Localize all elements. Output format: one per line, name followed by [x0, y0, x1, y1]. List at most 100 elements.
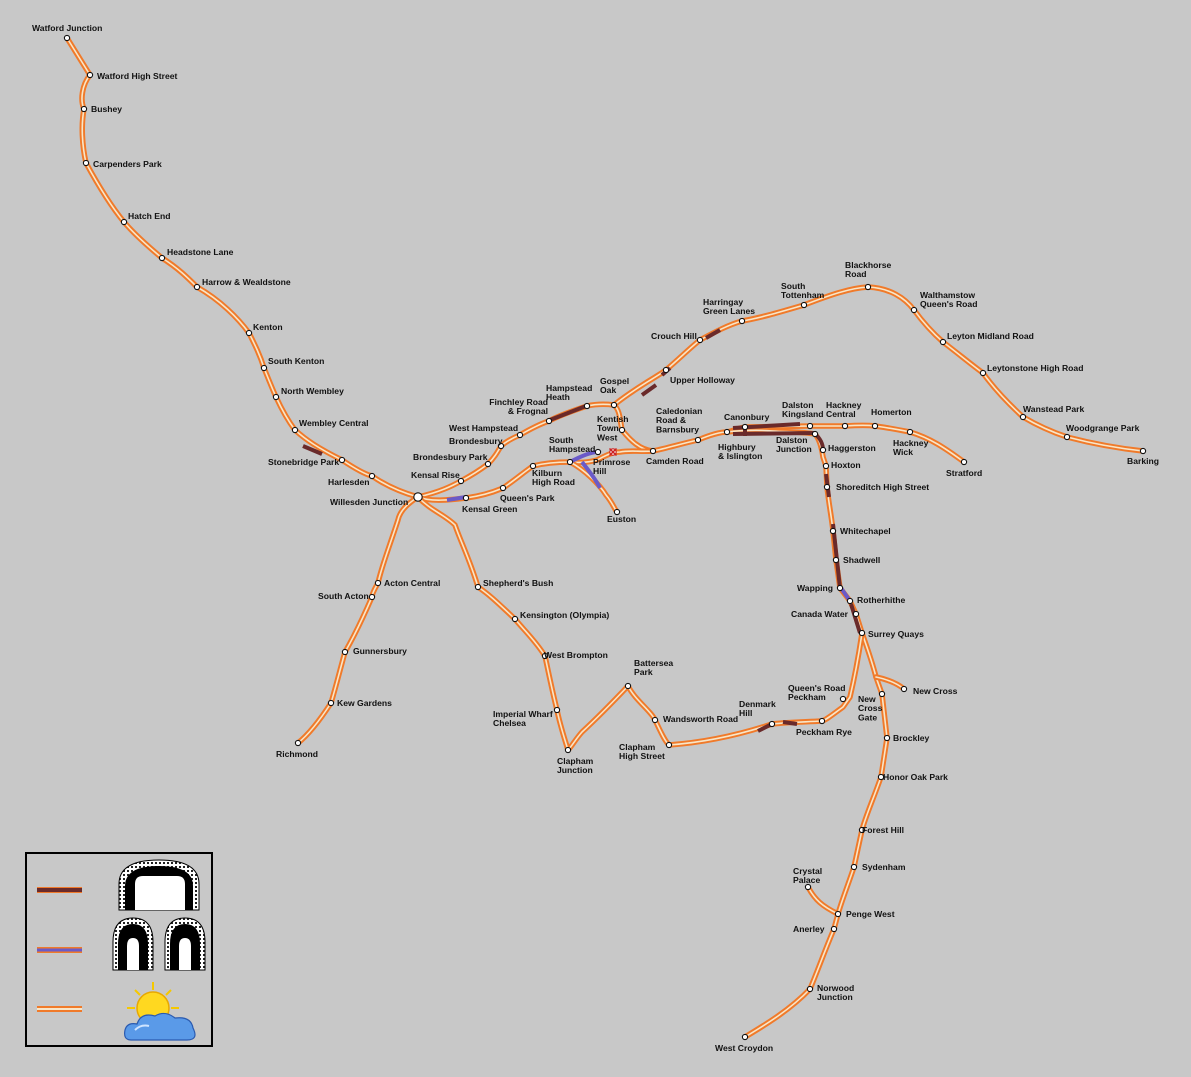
station-marker-brondesbury_park[interactable]	[484, 460, 492, 468]
station-marker-brondesbury[interactable]	[497, 442, 505, 450]
station-marker-hoxton[interactable]	[822, 462, 830, 470]
station-label-whitechapel[interactable]: Whitechapel	[840, 526, 891, 536]
station-marker-gospel_oak[interactable]	[610, 401, 618, 409]
station-label-forest_hill[interactable]: Forest Hill	[862, 825, 904, 835]
station-label-hoxton[interactable]: Hoxton	[831, 460, 861, 470]
station-label-brondesbury[interactable]: Brondesbury	[449, 436, 503, 446]
station-label-canada_water[interactable]: Canada Water	[791, 609, 849, 619]
station-marker-crystal_palace[interactable]	[804, 883, 812, 891]
station-marker-richmond[interactable]	[294, 739, 302, 747]
station-marker-shepherds_bush[interactable]	[474, 583, 482, 591]
station-label-carpenders_park[interactable]: Carpenders Park	[93, 159, 162, 169]
station-label-west_hampstead[interactable]: West Hampstead	[449, 423, 518, 433]
station-marker-wembley_central[interactable]	[291, 426, 299, 434]
station-label-canonbury[interactable]: Canonbury	[724, 412, 770, 422]
station-marker-leyton_midland[interactable]	[939, 338, 947, 346]
station-marker-watford_high_street[interactable]	[86, 71, 94, 79]
station-label-new_cross[interactable]: New Cross	[913, 686, 958, 696]
station-label-stratford[interactable]: Stratford	[946, 468, 982, 478]
station-label-leyton_midland[interactable]: Leyton Midland Road	[947, 331, 1034, 341]
station-label-shadwell[interactable]: Shadwell	[843, 555, 880, 565]
station-marker-clapham_junction[interactable]	[564, 746, 572, 754]
station-marker-shoreditch[interactable]	[823, 483, 831, 491]
station-label-crouch_hill[interactable]: Crouch Hill	[651, 331, 697, 341]
station-marker-kentish_town_west[interactable]	[618, 426, 626, 434]
station-marker-kilburn_high_road[interactable]	[529, 462, 537, 470]
station-label-willesden_junction[interactable]: Willesden Junction	[330, 497, 408, 507]
station-label-surrey_quays[interactable]: Surrey Quays	[868, 629, 924, 639]
station-marker-kensington_olympia[interactable]	[511, 615, 519, 623]
station-marker-denmark_hill[interactable]	[768, 720, 776, 728]
station-label-west_brompton[interactable]: West Brompton	[544, 650, 608, 660]
station-label-sydenham[interactable]: Sydenham	[862, 862, 906, 872]
station-marker-crouch_hill[interactable]	[696, 336, 704, 344]
station-marker-whitechapel[interactable]	[829, 527, 837, 535]
station-label-hatch_end[interactable]: Hatch End	[128, 211, 171, 221]
station-label-shoreditch[interactable]: Shoreditch High Street	[836, 482, 929, 492]
station-label-anerley[interactable]: Anerley	[793, 924, 825, 934]
station-marker-sydenham[interactable]	[850, 863, 858, 871]
station-marker-queens_road_peckham[interactable]	[839, 695, 847, 703]
station-label-brockley[interactable]: Brockley	[893, 733, 930, 743]
station-label-honor_oak_park[interactable]: Honor Oak Park	[883, 772, 948, 782]
station-label-wapping[interactable]: Wapping	[797, 583, 833, 593]
station-marker-hatch_end[interactable]	[120, 218, 128, 226]
station-marker-haggerston[interactable]	[819, 446, 827, 454]
station-label-kensal_rise[interactable]: Kensal Rise	[411, 470, 460, 480]
station-marker-imperial_wharf[interactable]	[553, 706, 561, 714]
station-label-acton_central[interactable]: Acton Central	[384, 578, 440, 588]
station-marker-harlesden[interactable]	[368, 472, 376, 480]
station-label-rotherhithe[interactable]: Rotherhithe	[857, 595, 905, 605]
station-label-stonebridge_park[interactable]: Stonebridge Park	[268, 457, 339, 467]
station-label-harlesden[interactable]: Harlesden	[328, 477, 370, 487]
station-marker-clapham_high_street[interactable]	[665, 741, 673, 749]
station-marker-gunnersbury[interactable]	[341, 648, 349, 656]
station-marker-stonebridge_park[interactable]	[338, 456, 346, 464]
station-marker-bushey[interactable]	[80, 105, 88, 113]
station-marker-penge_west[interactable]	[834, 910, 842, 918]
station-marker-kensal_rise[interactable]	[457, 477, 465, 485]
station-label-kensal_green[interactable]: Kensal Green	[462, 504, 517, 514]
station-marker-stratford[interactable]	[960, 458, 968, 466]
station-label-finchley_road[interactable]: Finchley Road& Frognal	[489, 397, 548, 416]
station-label-barking[interactable]: Barking	[1127, 456, 1159, 466]
station-marker-walthamstow[interactable]	[910, 306, 918, 314]
station-marker-queens_park[interactable]	[499, 484, 507, 492]
station-marker-kensal_green[interactable]	[462, 494, 470, 502]
station-label-headstone_lane[interactable]: Headstone Lane	[167, 247, 234, 257]
station-marker-primrose_hill[interactable]	[594, 448, 602, 456]
station-marker-acton_central[interactable]	[374, 579, 382, 587]
station-label-brondesbury_park[interactable]: Brondesbury Park	[413, 452, 488, 462]
station-marker-blackhorse_road[interactable]	[864, 283, 872, 291]
station-marker-surrey_quays[interactable]	[858, 629, 866, 637]
station-marker-forest_hill[interactable]	[858, 826, 866, 834]
station-label-wandsworth_road[interactable]: Wandsworth Road	[663, 714, 738, 724]
station-marker-harrow_wealdstone[interactable]	[193, 283, 201, 291]
station-marker-homerton[interactable]	[871, 422, 879, 430]
station-marker-hampstead_heath[interactable]	[583, 402, 591, 410]
station-marker-euston[interactable]	[613, 508, 621, 516]
station-label-gunnersbury[interactable]: Gunnersbury	[353, 646, 407, 656]
station-label-bushey[interactable]: Bushey	[91, 104, 122, 114]
station-marker-new_cross[interactable]	[900, 685, 908, 693]
station-marker-kew_gardens[interactable]	[327, 699, 335, 707]
station-label-harrow_wealdstone[interactable]: Harrow & Wealdstone	[202, 277, 291, 287]
station-marker-caledonian_road[interactable]	[694, 436, 702, 444]
station-marker-camden_road[interactable]	[649, 447, 657, 455]
